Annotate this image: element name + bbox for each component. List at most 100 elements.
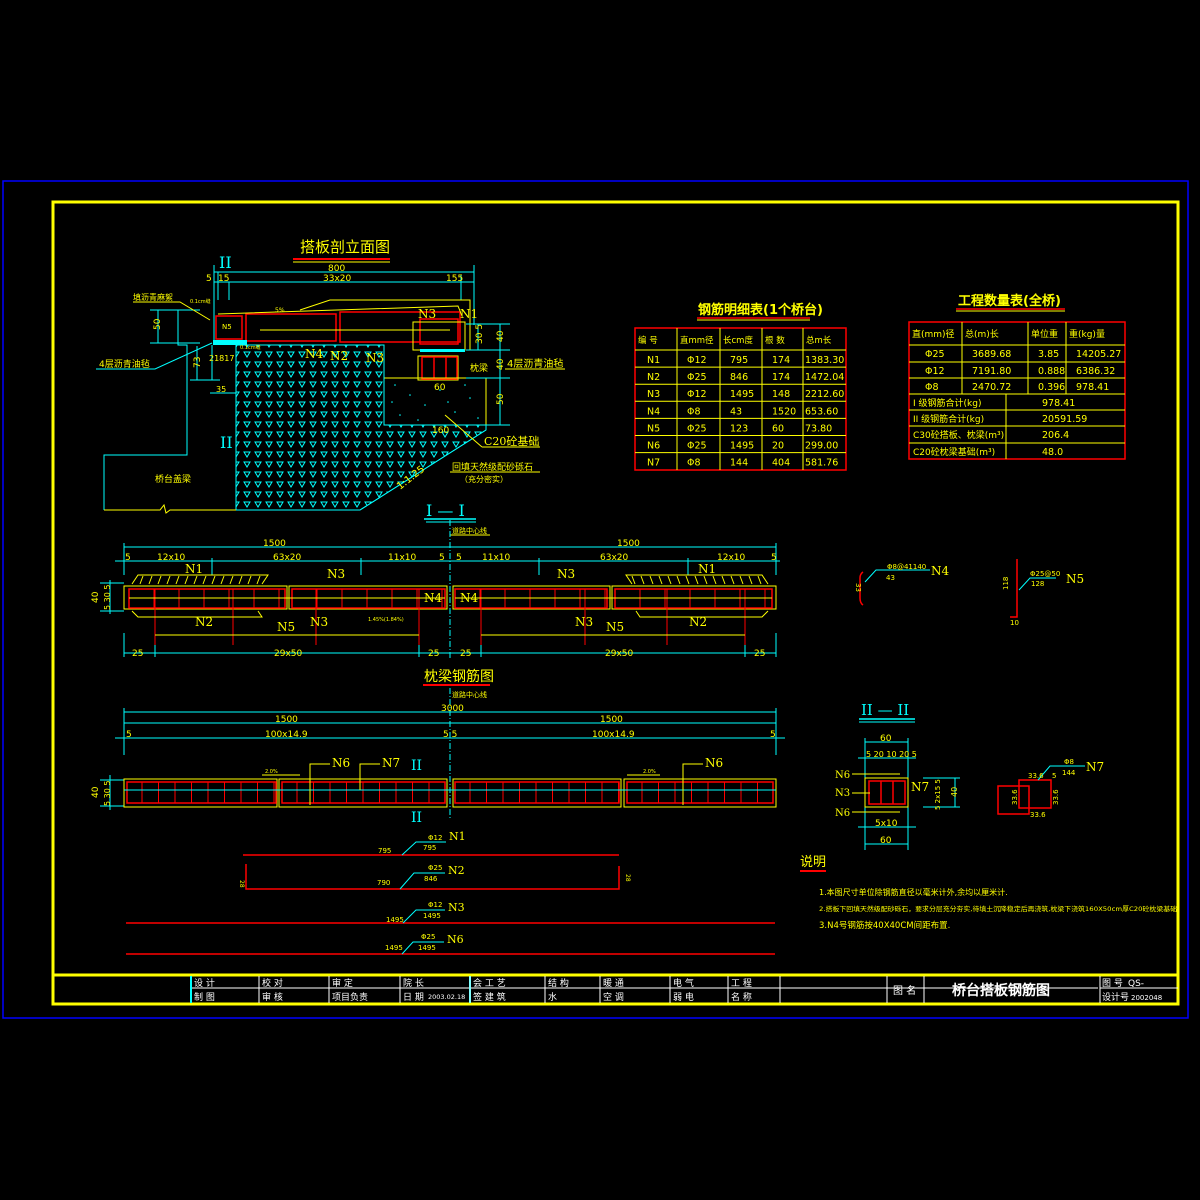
n1-bar-mark	[631, 575, 636, 585]
quantity-summary-label: I 级钢筋合计(kg)	[913, 397, 981, 409]
bar-n6-spec: Φ25	[421, 933, 435, 941]
quantity-cell: 978.41	[1076, 382, 1109, 393]
n7-detail: Φ8 144 N7 33.6 33.6 33.6 33.6 5	[997, 758, 1104, 819]
rebar-cell: N7	[647, 458, 660, 469]
plan-label-n1-right: N1	[698, 562, 716, 576]
title-block: 设 计校 对审 定院 长会 工 艺结 构暖 通电 气工 程制 图审 核项目负责日…	[53, 973, 1178, 1003]
n1-bar-mark	[667, 575, 672, 585]
design-no: 2002048	[1131, 994, 1162, 1002]
label-asphalt-hemp: 填沥青麻絮	[133, 292, 173, 302]
sleeper-dim-spacing-right: 100x14.9	[592, 730, 635, 740]
dim-40b: 40	[496, 358, 506, 370]
n5-dim-h: 10	[1010, 619, 1019, 627]
rebar-cell: 20	[772, 441, 784, 452]
rebar-cell: 1520	[772, 406, 796, 417]
bar-n2-hook-left: 28	[238, 880, 245, 888]
rebar-header-cell: 直mm径	[680, 335, 714, 346]
dim-73: 73	[193, 357, 203, 368]
drawing-no-label: 图 号	[1102, 978, 1123, 989]
sleeper-side-40: 40	[91, 786, 101, 798]
title-cell: 弱 电	[673, 991, 694, 1003]
plan-dim-l4: 5	[439, 553, 445, 563]
n1-bar-mark	[739, 575, 744, 585]
n4-dim: 33	[854, 583, 862, 592]
n1-bar-mark	[712, 575, 717, 585]
n7-dim-top: 33.6	[1028, 772, 1044, 780]
plan-label-n4-left: N4	[424, 591, 443, 605]
title-cell: 工 程	[731, 978, 752, 989]
title-cell: 会 工 艺	[473, 977, 506, 989]
plan-label-n2-left: N2	[195, 615, 213, 629]
rebar-cell: 1495	[730, 389, 754, 400]
quantity-summary-label: II 级钢筋合计(kg)	[913, 413, 984, 425]
quantity-cell: Φ8	[925, 382, 939, 393]
n1-bar-mark	[658, 575, 663, 585]
n1-bar-mark	[247, 575, 252, 585]
section-mark-ii-bottom: II	[220, 433, 233, 452]
plan-side-40: 40	[91, 591, 101, 603]
plan-label-n3-right-top: N3	[557, 567, 575, 581]
bar-n1-id: N1	[449, 830, 466, 843]
section-ii-label-n7: N7	[911, 780, 929, 794]
note-2: 2.搭板下回填天然级配砂砾石，要求分层充分夯实,待填土沉降稳定后再浇筑,枕梁下浇…	[819, 904, 1177, 913]
title-cell: 名 称	[731, 991, 752, 1003]
note-3: 3.N4号钢筋按40X40CM间距布置.	[819, 920, 950, 931]
title-cell: 日 期	[403, 992, 424, 1003]
n1-bar-mark	[649, 575, 654, 585]
rebar-cell: 144	[730, 458, 748, 469]
notes-title: 说明	[800, 855, 826, 870]
drawing-name: 桥台搭板钢筋图	[952, 982, 1050, 999]
bar-n3-len: 1495	[423, 912, 441, 920]
rebar-cell: 1472.04	[805, 372, 844, 383]
section-ii-dim-bottom: 60	[880, 836, 892, 846]
bar-n2-shape	[245, 864, 620, 890]
quantity-summary-value: 20591.59	[1042, 414, 1087, 425]
n1-group-right	[625, 574, 769, 585]
n1-bar-mark	[685, 575, 690, 585]
sleeper-dim-5-left: 5	[126, 730, 132, 740]
dim-21817: 21817	[209, 354, 234, 363]
n1-bar-mark	[184, 575, 189, 585]
quantity-summary-label: C20砼枕梁基础(m³)	[913, 446, 995, 458]
bar-label-n2: N2	[330, 349, 348, 363]
bar-label-n1: N1	[460, 307, 478, 321]
n5-len: 128	[1031, 580, 1044, 588]
bar-n6-id: N6	[447, 933, 464, 946]
rebar-cell: 846	[730, 372, 748, 383]
quantity-header-cell: 重(kg)量	[1069, 328, 1105, 340]
rebar-cell: 43	[730, 406, 742, 417]
rebar-cell: Φ12	[687, 355, 707, 366]
sleeper-view-title: 枕梁钢筋图	[424, 668, 494, 685]
n7-dim-5: 5	[1052, 772, 1056, 780]
section-ii-ii: II — II 60 5 20 10 20 5 5x10 60 40 5 2x1…	[835, 701, 960, 850]
section-ii-dim-top-sub: 5 20 10 20 5	[866, 750, 917, 759]
bar-n3-spec: Φ12	[428, 901, 442, 909]
sleeper-dim-3000: 3000	[441, 704, 464, 714]
plan-bdim-r2: 25	[754, 649, 765, 659]
bar-n6-label-len: 1495	[385, 944, 403, 952]
n1-bar-mark	[148, 575, 153, 585]
rebar-header-cell: 根 数	[765, 335, 785, 346]
slope-5pct: 5%	[275, 307, 285, 314]
quantity-header-cell: 单位重	[1031, 328, 1058, 340]
n7-id: N7	[1086, 760, 1104, 774]
plan-label-n4-right: N4	[460, 591, 479, 605]
section-ii-title: II — II	[861, 701, 909, 719]
dim-5: 5	[206, 274, 212, 284]
rebar-cell: Φ25	[687, 423, 707, 434]
rebar-cell: Φ25	[687, 441, 707, 452]
rebar-cell: 795	[730, 355, 748, 366]
sleeper-section-mark-top: II	[411, 758, 422, 774]
quantity-summary-value: 48.0	[1042, 447, 1063, 458]
drawing-name-label: 图 名	[893, 984, 916, 997]
label-gap-left: 0.1cm缝	[190, 298, 211, 305]
plan-bdim-l2: 25	[428, 649, 439, 659]
plan-label-n5-right: N5	[606, 620, 624, 634]
dim-155: 155	[446, 274, 463, 284]
label-sleeper-beam: 枕梁	[470, 362, 488, 374]
section-ii-label-n6-bottom: N6	[835, 808, 850, 819]
sleeper-dim-spacing-left: 100x14.9	[265, 730, 308, 740]
plan-dim-r0: 5	[456, 553, 462, 563]
centerline-label: 道路中心线	[452, 526, 487, 535]
bar-n1-len: 795	[423, 844, 436, 852]
